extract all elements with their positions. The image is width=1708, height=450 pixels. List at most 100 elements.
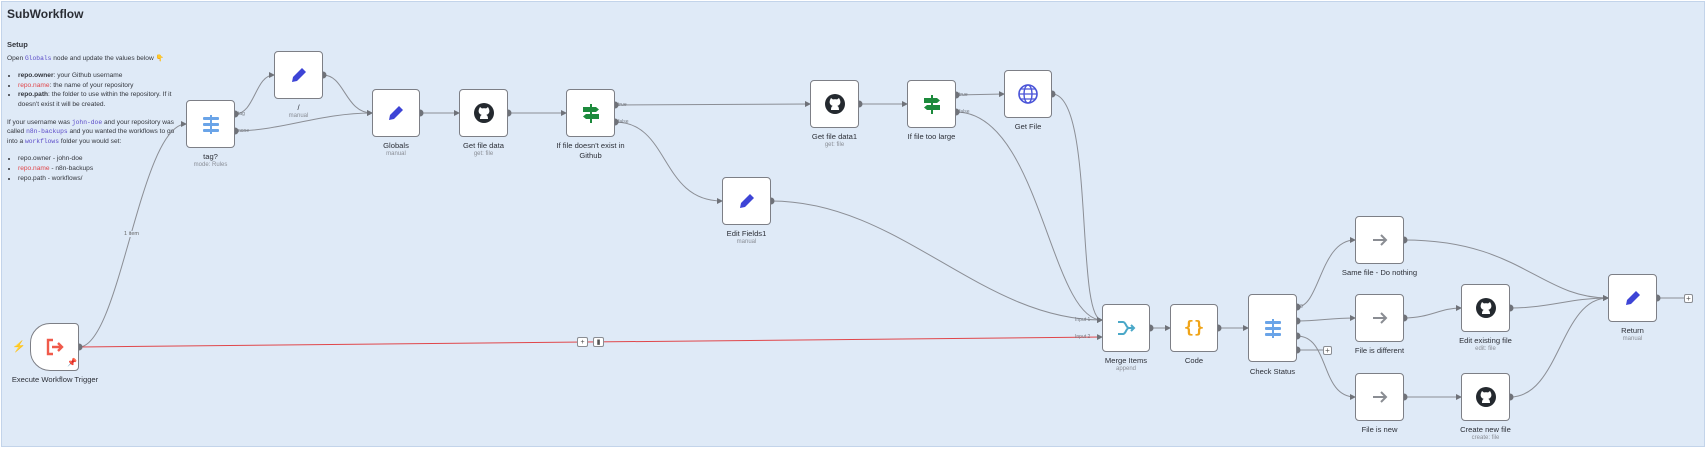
arrow-right-icon (1372, 391, 1387, 403)
edge-item-count: 1 item (124, 231, 139, 237)
github-icon (1475, 298, 1496, 318)
node-label: Return (1621, 326, 1644, 335)
node-check-status[interactable] (1248, 294, 1297, 362)
node-label: tag? (203, 152, 218, 161)
node-subtitle: manual (736, 239, 757, 245)
edge-check2-new (1296, 335, 1356, 400)
node-globals[interactable] (372, 89, 420, 137)
node-label: Create new file (1460, 425, 1511, 434)
node-same-file[interactable] (1355, 216, 1404, 264)
list-item: repo.name - n8n-backups (18, 164, 182, 174)
port-label-input1: Input 1 (1075, 317, 1091, 323)
node-subtitle: manual (386, 151, 406, 157)
node-file-is-new[interactable] (1355, 373, 1404, 421)
node-subtitle: edit: file (1475, 346, 1496, 352)
edge-tag-globals (234, 110, 373, 132)
edge-check1-different (1296, 315, 1356, 322)
port-label-true: true (618, 102, 627, 108)
node-label: Check Status (1249, 367, 1296, 376)
edge-same-return (1403, 239, 1609, 301)
node-merge-items[interactable] (1102, 304, 1150, 352)
example-list: repo.owner - john-doe repo.name - n8n-ba… (7, 154, 182, 183)
item-key: repo.name (18, 164, 50, 172)
node-slash-set[interactable] (274, 51, 323, 99)
exit-arrow-icon (46, 338, 64, 356)
item-text: : your Github username (53, 72, 123, 80)
trigger-bolt-icon: ⚡ (12, 341, 26, 353)
node-label-line2: Github (579, 151, 602, 160)
node-label: Globals (383, 141, 409, 150)
port-label-true: true (959, 92, 968, 98)
node-if-file-too-large[interactable] (907, 80, 956, 128)
edge-tag-slash (234, 72, 275, 115)
node-label: If file doesn't exist in (556, 141, 625, 150)
port-label-false: false (959, 109, 970, 115)
switch-icon (202, 115, 219, 134)
node-subtitle: create: file (1471, 435, 1500, 441)
node-subtitle: manual (288, 113, 309, 119)
port-label-0: 0 (1300, 304, 1303, 310)
intro-suffix: node and update the values below 👇 (51, 54, 164, 62)
add-node-button[interactable]: + (1323, 346, 1332, 355)
node-label: Get file data (463, 141, 504, 150)
item-text: - john-doe (51, 155, 83, 163)
node-subtitle: get: file (473, 151, 494, 157)
setup-instructions: Setup Open Globals node and update the v… (7, 40, 182, 191)
node-return[interactable] (1608, 274, 1657, 322)
node-if-file-not-exist[interactable] (566, 89, 615, 137)
node-edit-fields1[interactable] (722, 177, 771, 225)
node-code[interactable]: {} (1170, 304, 1218, 352)
item-key: repo.path (18, 174, 46, 182)
pencil-icon (1625, 291, 1640, 305)
setup-list: repo.owner: your Github username repo.na… (7, 71, 182, 109)
edge-edit-return (1509, 295, 1609, 309)
edge-getfile-merge (1051, 93, 1103, 323)
item-text: : the name of your repository (49, 81, 134, 89)
pencil-icon (291, 68, 306, 82)
node-label: Merge Items (1104, 356, 1148, 365)
arrow-right-icon (1372, 312, 1387, 324)
node-label: Execute Workflow Trigger (11, 375, 99, 384)
sticky-title: SubWorkflow (7, 7, 84, 21)
setup-heading: Setup (7, 40, 28, 49)
node-file-is-different[interactable] (1355, 294, 1404, 342)
item-text: : the folder to use within the repositor… (18, 91, 172, 108)
node-subtitle: manual (1622, 336, 1643, 342)
pencil-icon (389, 106, 403, 120)
add-node-button[interactable]: + (1684, 294, 1693, 303)
arrow-right-icon (1372, 234, 1387, 246)
item-text: - n8n-backups (49, 164, 94, 172)
list-item: repo.owner - john-doe (18, 154, 182, 164)
node-subtitle: append (1115, 366, 1137, 372)
github-icon (1475, 387, 1496, 407)
edge-add-button[interactable]: + (577, 337, 588, 347)
node-label: If file too large (907, 132, 956, 141)
node-create-new-file[interactable] (1461, 373, 1510, 421)
node-label: Code (1184, 356, 1204, 365)
example-text: If your username was (7, 118, 72, 126)
edge-delete-button[interactable]: ▮ (593, 337, 604, 347)
node-get-file-data[interactable] (459, 89, 508, 137)
node-label: Edit Fields1 (726, 229, 767, 238)
node-label: File is new (1361, 425, 1398, 434)
item-key: repo.name (18, 81, 50, 89)
node-label: / (297, 103, 300, 112)
edge-check0-same (1296, 237, 1356, 308)
port-label-false: false (618, 119, 629, 125)
port-label-none: none (238, 128, 250, 134)
node-execute-workflow-trigger[interactable] (30, 323, 79, 371)
node-get-file[interactable] (1004, 70, 1052, 118)
node-label: Get File (1014, 122, 1042, 131)
trash-icon: ▮ (596, 339, 601, 346)
node-edit-existing-file[interactable] (1461, 284, 1510, 332)
node-label: Same file - Do nothing (1341, 268, 1418, 277)
node-tag-switch[interactable] (186, 100, 235, 148)
node-label: Edit existing file (1459, 336, 1512, 345)
pencil-icon (739, 194, 754, 208)
pin-icon: 📌 (67, 358, 77, 367)
node-get-file-data1[interactable] (810, 80, 859, 128)
port-label-input2: Input 2 (1075, 334, 1091, 340)
edge-if1false-editfields (614, 121, 723, 204)
